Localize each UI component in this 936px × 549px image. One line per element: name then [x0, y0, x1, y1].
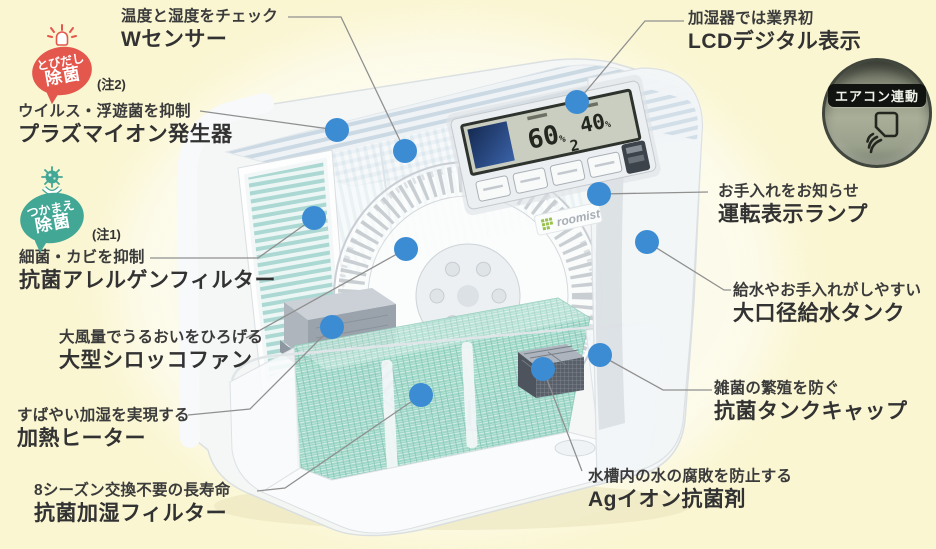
callout-sub: 8シーズン交換不要の長寿命: [34, 482, 231, 499]
callout-title: 運転表示ランプ: [718, 203, 868, 226]
humidify-filter-block: [293, 297, 591, 481]
callout-title: LCDデジタル表示: [688, 30, 862, 53]
callout-title: 大型シロッコファン: [59, 349, 253, 372]
callout-sub: 水槽内の水の腐敗を防止する: [588, 468, 793, 485]
callout-lamp: お手入れをお知らせ 運転表示ランプ: [718, 182, 868, 228]
callout-sub: 細菌・カビを抑制: [19, 249, 145, 266]
brand-logo: roomist: [534, 202, 603, 236]
badge-note-1: (注1): [92, 227, 121, 242]
lcd-set-humidity: 60: [525, 120, 562, 156]
badge-aircon-link: エアコン連動: [822, 58, 932, 168]
line-lamp: [599, 191, 709, 195]
aircon-signal-icon: [866, 111, 899, 154]
callout-title: Agイオン抗菌剤: [588, 488, 746, 511]
callout-title: 大口径給水タンク: [733, 302, 905, 325]
callout-allergen-filter: 細菌・カビを抑制 抗菌アレルゲンフィルター: [19, 248, 276, 294]
callout-title: Wセンサー: [121, 28, 228, 51]
callout-title: 抗菌加湿フィルター: [34, 502, 228, 525]
line-allergen-filter: [150, 217, 315, 259]
callout-sub: 大風量でうるおいをひろげる: [59, 329, 264, 346]
line-tank-cap: [599, 354, 712, 391]
line-sirocco-fan: [245, 248, 407, 339]
callout-sub: 雑菌の繁殖を防ぐ: [714, 380, 840, 397]
callout-w-sensor: 温度と湿度をチェック Wセンサー: [121, 7, 278, 53]
badge-tsukamae-jokin: つかまえ 除菌: [16, 166, 88, 249]
line-plasma-ion: [199, 110, 338, 131]
lcd-current-humidity: 40: [578, 109, 608, 138]
callout-tank: 給水やお手入れがしやすい 大口径給水タンク: [733, 281, 921, 327]
callout-sub: すばやい加湿を実現する: [17, 407, 190, 424]
callout-title: 加熱ヒーター: [17, 427, 146, 450]
badge-line2: 除菌: [43, 64, 83, 90]
ion-burst-icon: [47, 24, 77, 46]
line-tank: [646, 241, 731, 291]
line-ag-ion: [542, 368, 583, 472]
lcd-timer-value: 2: [568, 136, 581, 155]
badge-tobidashi-jokin: とびだし 除菌: [28, 24, 96, 100]
callout-dots: [302, 90, 659, 407]
callout-sub: お手入れをお知らせ: [718, 183, 859, 200]
germ-catch-icon: [41, 166, 63, 196]
badge-line2: 除菌: [33, 211, 73, 237]
badge-note-2: (注2): [97, 77, 126, 92]
lcd-panel: 60 % 40 % 2: [446, 74, 661, 216]
callout-title: 抗菌アレルゲンフィルター: [19, 269, 276, 292]
callout-sub: 温度と湿度をチェック: [121, 8, 279, 25]
callout-humidify-filter: 8シーズン交換不要の長寿命 抗菌加湿フィルター: [34, 481, 230, 527]
callout-sub: ウイルス・浮遊菌を抑制: [18, 103, 191, 120]
callout-title: プラズマイオン発生器: [18, 123, 233, 146]
callout-plasma-ion: ウイルス・浮遊菌を抑制 プラズマイオン発生器: [18, 102, 233, 148]
line-lcd-display: [576, 20, 684, 103]
callout-sub: 加湿器では業界初: [688, 10, 814, 27]
line-heater: [187, 326, 333, 416]
callout-title: 抗菌タンクキャップ: [714, 400, 908, 423]
callout-lcd-display: 加湿器では業界初 LCDデジタル表示: [688, 9, 861, 55]
aircon-link-label: エアコン連動: [827, 84, 926, 107]
callout-lines: [150, 16, 731, 492]
callout-sirocco-fan: 大風量でうるおいをひろげる 大型シロッコファン: [59, 328, 263, 374]
callout-sub: 給水やお手入れがしやすい: [733, 282, 922, 299]
callout-tank-cap: 雑菌の繁殖を防ぐ 抗菌タンクキャップ: [714, 379, 908, 425]
lcd-buttons: [475, 140, 651, 202]
line-humidify-filter: [256, 394, 422, 492]
line-w-sensor: [288, 16, 406, 152]
lcd-current-unit: %: [605, 120, 613, 131]
lcd-set-unit: %: [558, 134, 566, 146]
logo-grid-icon: [540, 217, 554, 231]
callout-ag-ion: 水槽内の水の腐敗を防止する Agイオン抗菌剤: [588, 467, 792, 513]
callout-heater: すばやい加湿を実現する 加熱ヒーター: [17, 406, 190, 452]
